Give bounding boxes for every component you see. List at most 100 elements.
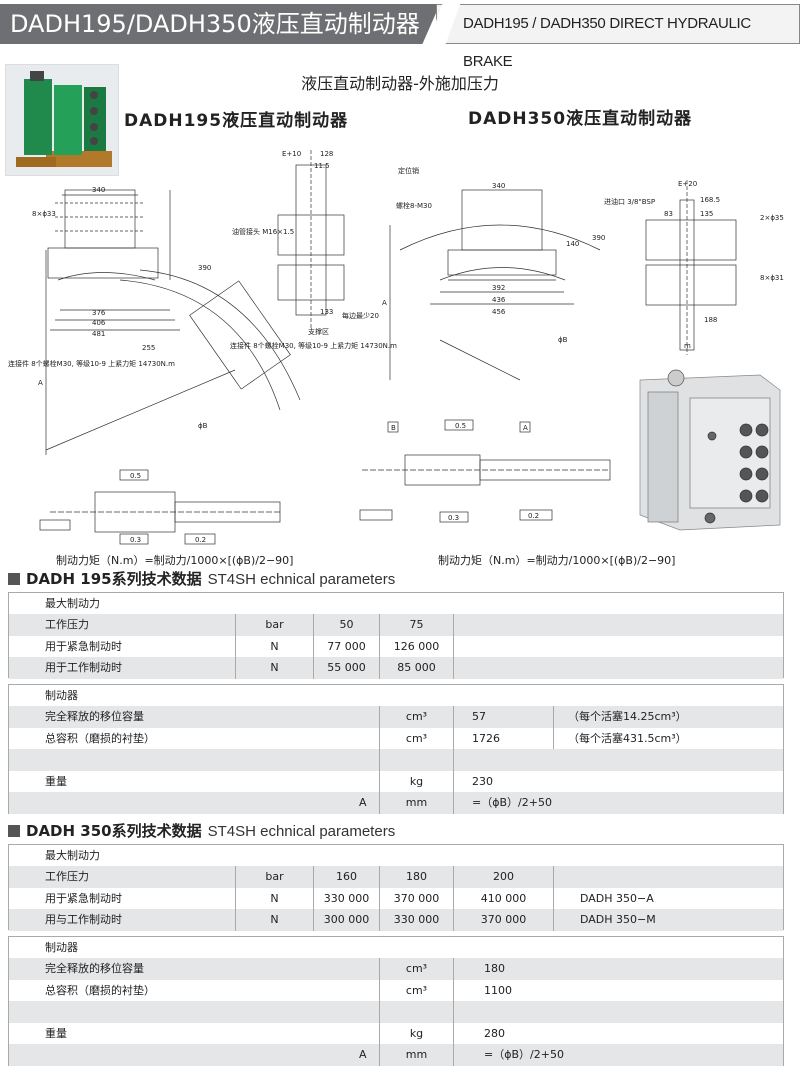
page-header: DADH195/DADH350液压直动制动器 DADH195 / DADH350… (0, 0, 800, 70)
empty-cell (453, 614, 783, 636)
tol-05-left: 0.5 (130, 472, 141, 480)
unit-cell: N (235, 888, 313, 910)
empty-cell (453, 749, 783, 771)
value-cell: 280 (453, 1023, 783, 1045)
row-label: 重量 (45, 1027, 67, 1040)
dim-168-5: 168.5 (700, 196, 720, 204)
table-350-brake: 制动器 完全释放的移位容量 cm³ 180 总容积（磨损的衬垫） cm³ 110… (8, 936, 784, 1066)
table-row: A mm =（ϕB）/2+50 (9, 1044, 783, 1066)
label-oil-inlet: 进油口 3/8"BSP (604, 197, 655, 206)
row-label: 用与工作制动时 (45, 913, 122, 926)
empty-cell (379, 749, 453, 771)
value-cell: 180 (379, 866, 453, 888)
value-cell: 370 000 (453, 909, 553, 931)
header-title-en: DADH195 / DADH350 DIRECT HYDRAULIC BRAKE (436, 4, 800, 70)
value-cell: 370 000 (379, 888, 453, 910)
section-195-title-en: ST4SH echnical parameters (207, 571, 396, 588)
table-row: 制动器 (9, 685, 783, 707)
value-cell: 77 000 (313, 636, 379, 658)
dim-376: 376 (92, 309, 106, 317)
unit-cell: cm³ (379, 958, 453, 980)
value-cell: 50 (313, 614, 379, 636)
dim-A-right: A (382, 299, 387, 307)
label-brake: 制动器 (45, 689, 78, 702)
unit-cell: cm³ (379, 706, 453, 728)
label-bolts: 螺栓8-M30 (396, 201, 432, 210)
unit-cell: N (235, 636, 313, 658)
empty-cell (553, 866, 783, 888)
left-side-view (277, 150, 345, 330)
right-side-view (645, 180, 737, 355)
unit-cell: cm³ (379, 980, 453, 1002)
row-label: A (359, 1048, 367, 1061)
unit-cell: N (235, 657, 313, 679)
row-label: 用于紧急制动时 (45, 640, 122, 653)
unit-cell: kg (379, 771, 453, 793)
empty-cell (379, 1001, 453, 1023)
dim-A-left: A (38, 379, 43, 387)
left-front-view (47, 189, 180, 331)
dim-phiB-right: ϕB (558, 336, 568, 344)
table-row (9, 1001, 783, 1023)
note-cell: （每个活塞14.25cm³） (553, 706, 783, 728)
tol-03-right: 0.3 (448, 514, 459, 522)
table-row: 最大制动力 (9, 845, 783, 867)
model-cell: DADH 350−A (553, 888, 783, 910)
label-connector-left: 连接件 8个螺栓M30, 等级10-9 上紧力矩 14730N.m (8, 359, 175, 368)
tol-datum-B: B (391, 424, 396, 432)
unit-cell: bar (235, 866, 313, 888)
dim-390-right: 390 (592, 234, 605, 242)
row-label: 重量 (45, 775, 67, 788)
row-label: 完全释放的移位容量 (45, 962, 144, 975)
row-label: 总容积（磨损的衬垫） (45, 984, 155, 997)
dim-406: 406 (92, 319, 106, 327)
label-min-20: 每边最少20 (342, 311, 379, 320)
empty-cell (453, 1001, 783, 1023)
dim-135: 135 (700, 210, 713, 218)
unit-cell: mm (379, 1044, 453, 1066)
row-label: 工作压力 (45, 870, 89, 883)
table-row: 总容积（磨损的衬垫） cm³ 1100 (9, 980, 783, 1002)
value-cell: 160 (313, 866, 379, 888)
table-row: 用于工作制动时 N 55 000 85 000 (9, 657, 783, 679)
section-195-marker (8, 573, 20, 585)
value-cell: 126 000 (379, 636, 453, 658)
table-195-force: 最大制动力 工作压力 bar 50 75 用于紧急制动时 N 77 000 12… (8, 592, 784, 679)
row-label: 工作压力 (45, 618, 89, 631)
model-cell: DADH 350−M (553, 909, 783, 931)
label-wear-zone: 支撑区 (308, 327, 329, 336)
formula-right: 制动力矩（N.m）=制动力/1000×[(ϕB)/2−90] (438, 554, 676, 567)
right-model-title: DADH350液压直动制动器 (468, 109, 693, 129)
brake-3d-render (639, 369, 781, 531)
empty-cell (453, 636, 783, 658)
tol-02-right: 0.2 (528, 512, 539, 520)
table-row: 工作压力 bar 160 180 200 (9, 866, 783, 888)
dim-340-left: 340 (92, 186, 105, 194)
dim-2x35: 2×ϕ35 (760, 214, 784, 222)
section-350-marker (8, 825, 20, 837)
dim-8x33: 8×ϕ33 (32, 210, 56, 218)
product-photo (5, 64, 119, 176)
section-350-title-en: ST4SH echnical parameters (207, 823, 396, 840)
dim-392: 392 (492, 284, 505, 292)
row-label: 用于工作制动时 (45, 661, 122, 674)
tol-datum-A: A (523, 424, 528, 432)
dim-340-right: 340 (492, 182, 505, 190)
table-row: 完全释放的移位容量 cm³ 57 （每个活塞14.25cm³） (9, 706, 783, 728)
table-row: 工作压力 bar 50 75 (9, 614, 783, 636)
table-row: 制动器 (9, 937, 783, 959)
formula-left: 制动力矩（N.m）=制动力/1000×[(ϕB)/2−90] (56, 554, 294, 567)
left-disc-arc (45, 250, 301, 455)
row-label: 总容积（磨损的衬垫） (45, 732, 155, 745)
dim-436: 436 (492, 296, 506, 304)
dim-83: 83 (664, 210, 673, 218)
left-model-title: DADH195液压直动制动器 (124, 111, 349, 131)
unit-cell: cm³ (379, 728, 453, 750)
dim-255: 255 (142, 344, 155, 352)
dim-11-5: 11.5 (314, 162, 330, 170)
label-max-force: 最大制动力 (45, 597, 100, 610)
label-brake: 制动器 (45, 941, 78, 954)
value-cell: 57 (453, 706, 553, 728)
